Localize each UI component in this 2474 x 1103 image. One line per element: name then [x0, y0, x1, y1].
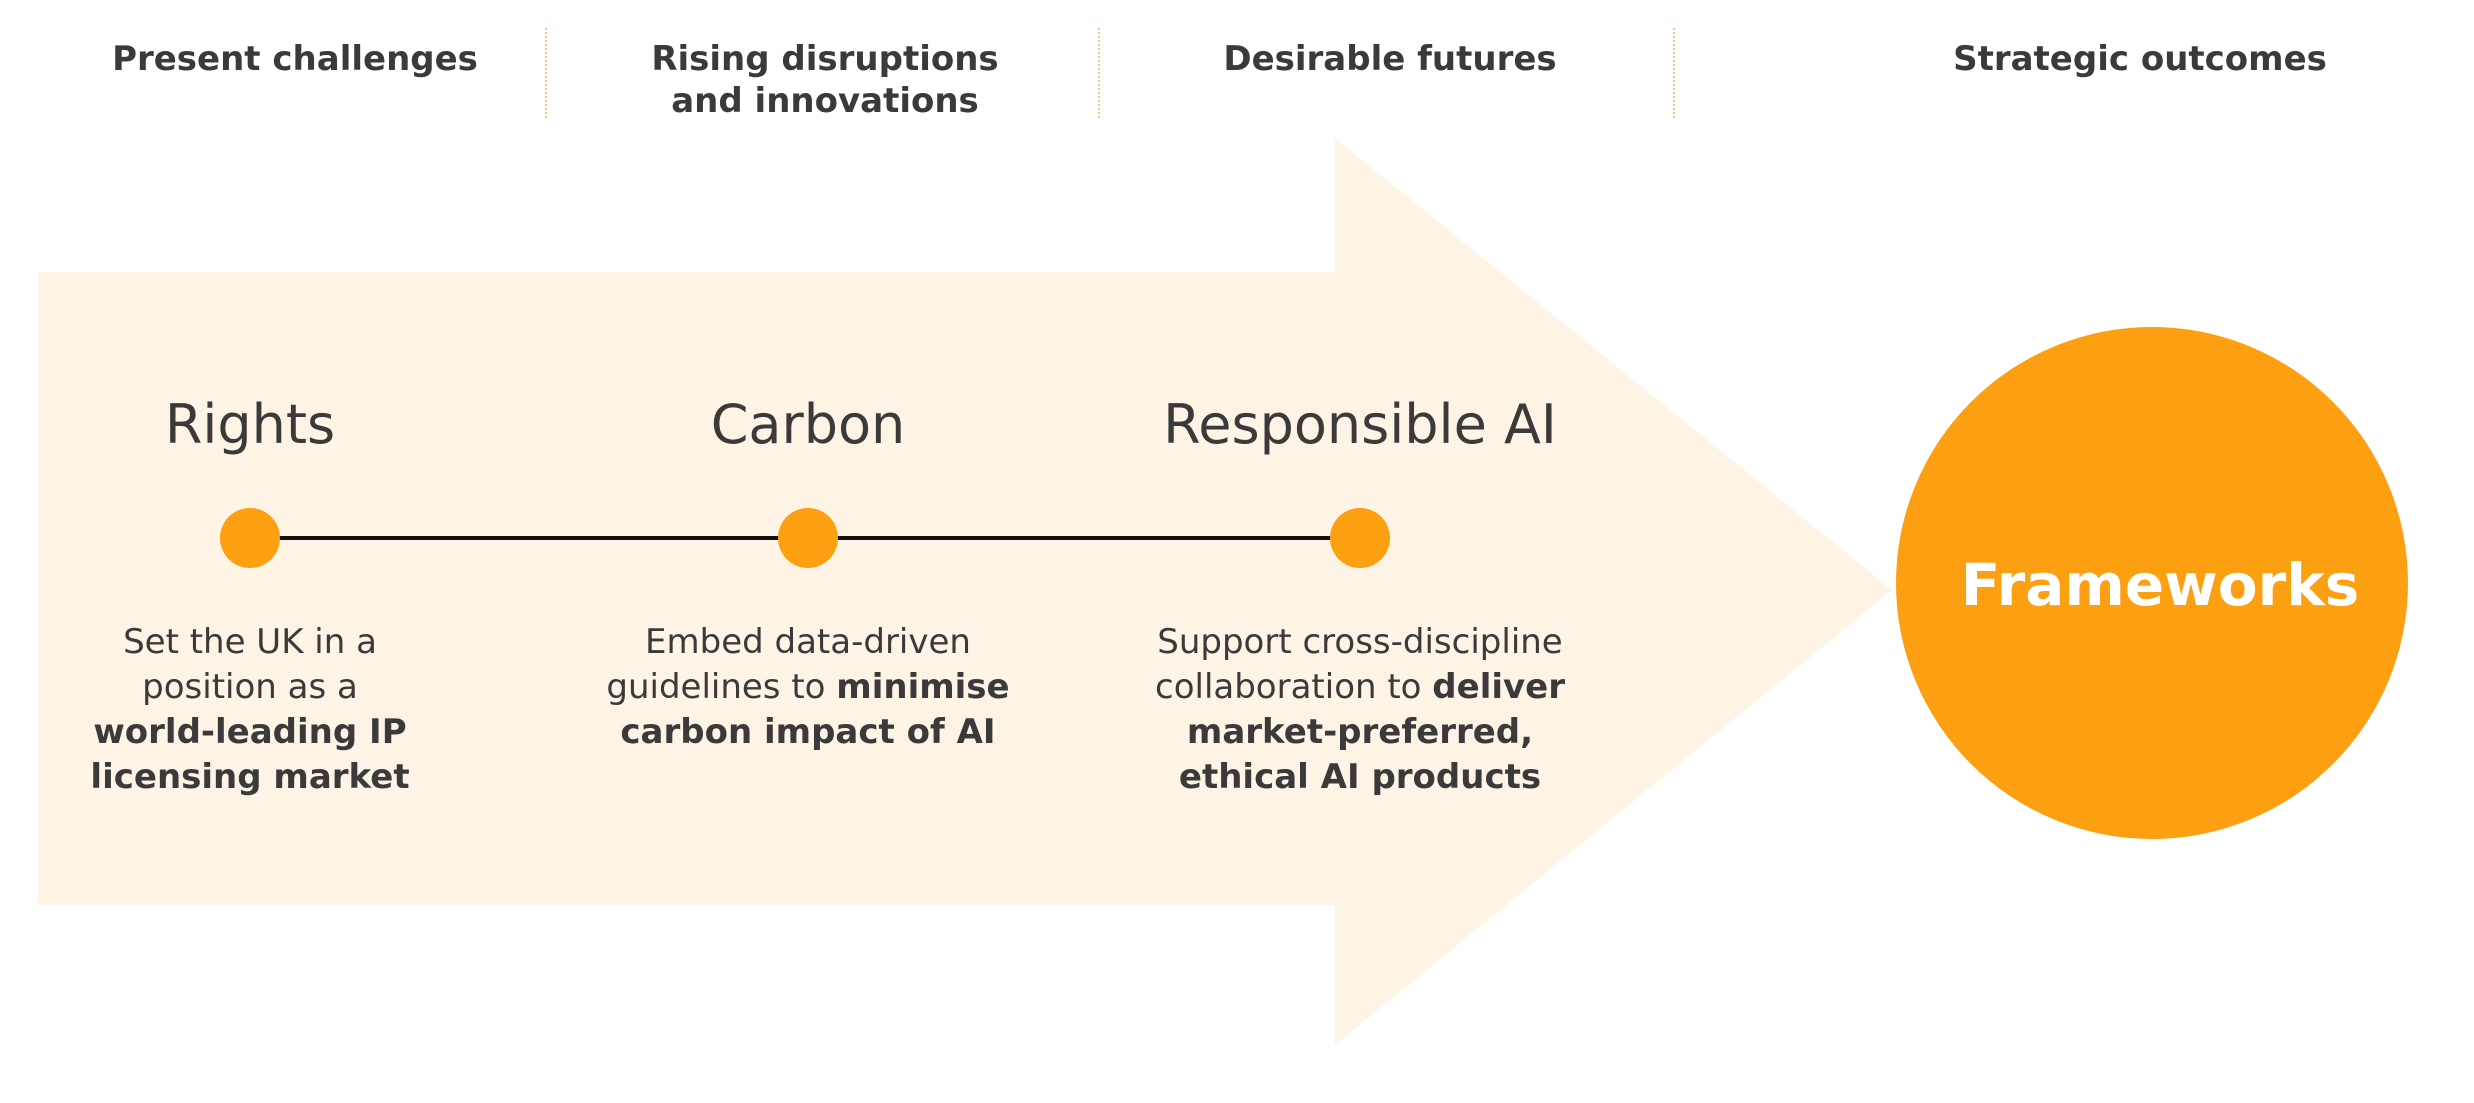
column-label-line1: Strategic outcomes: [1953, 39, 2327, 79]
column-label-line1: Rising disruptions: [651, 39, 999, 79]
timeline-node-rights: [220, 508, 280, 568]
theme-title-carbon: Carbon: [710, 393, 906, 456]
column-divider: [1673, 28, 1675, 118]
column-header-bar: Present challenges Rising disruptions an…: [0, 0, 2474, 130]
description-text: Set the UK in a position as a: [123, 622, 377, 707]
outcome-label-frameworks: Frameworks: [1960, 551, 2360, 619]
theme-description-carbon: Embed data-driven guidelines to minimise…: [598, 620, 1018, 755]
outcome-circle: [1896, 327, 2408, 839]
column-label-present-challenges: Present challenges: [80, 38, 510, 80]
description-text: Embed data-driven guidelines to: [606, 622, 971, 707]
column-divider: [1098, 28, 1100, 118]
description-emphasis: minimise carbon impact of AI: [620, 667, 1010, 752]
column-label-line1: Present challenges: [112, 39, 478, 79]
theme-description-rights: Set the UK in a position as a world-lead…: [90, 620, 410, 800]
timeline-node-responsible-ai: [1330, 508, 1390, 568]
theme-title-rights: Rights: [164, 393, 336, 456]
description-text: Support cross-discipline collaboration t…: [1155, 622, 1563, 707]
flow-arrow: [38, 138, 1892, 1045]
column-label-line2: and innovations: [671, 81, 979, 121]
column-label-strategic-outcomes: Strategic outcomes: [1900, 38, 2380, 80]
column-label-desirable-futures: Desirable futures: [1150, 38, 1630, 80]
theme-description-responsible-ai: Support cross-discipline collaboration t…: [1140, 620, 1580, 800]
description-emphasis: world-leading IP licensing market: [90, 712, 410, 797]
column-label-line1: Desirable futures: [1223, 39, 1557, 79]
timeline-node-carbon: [778, 508, 838, 568]
theme-title-responsible-ai: Responsible AI: [1163, 393, 1557, 456]
column-divider: [545, 28, 547, 118]
description-emphasis: deliver market-preferred, ethical AI pro…: [1178, 667, 1565, 797]
column-label-rising-disruptions: Rising disruptions and innovations: [600, 38, 1050, 122]
